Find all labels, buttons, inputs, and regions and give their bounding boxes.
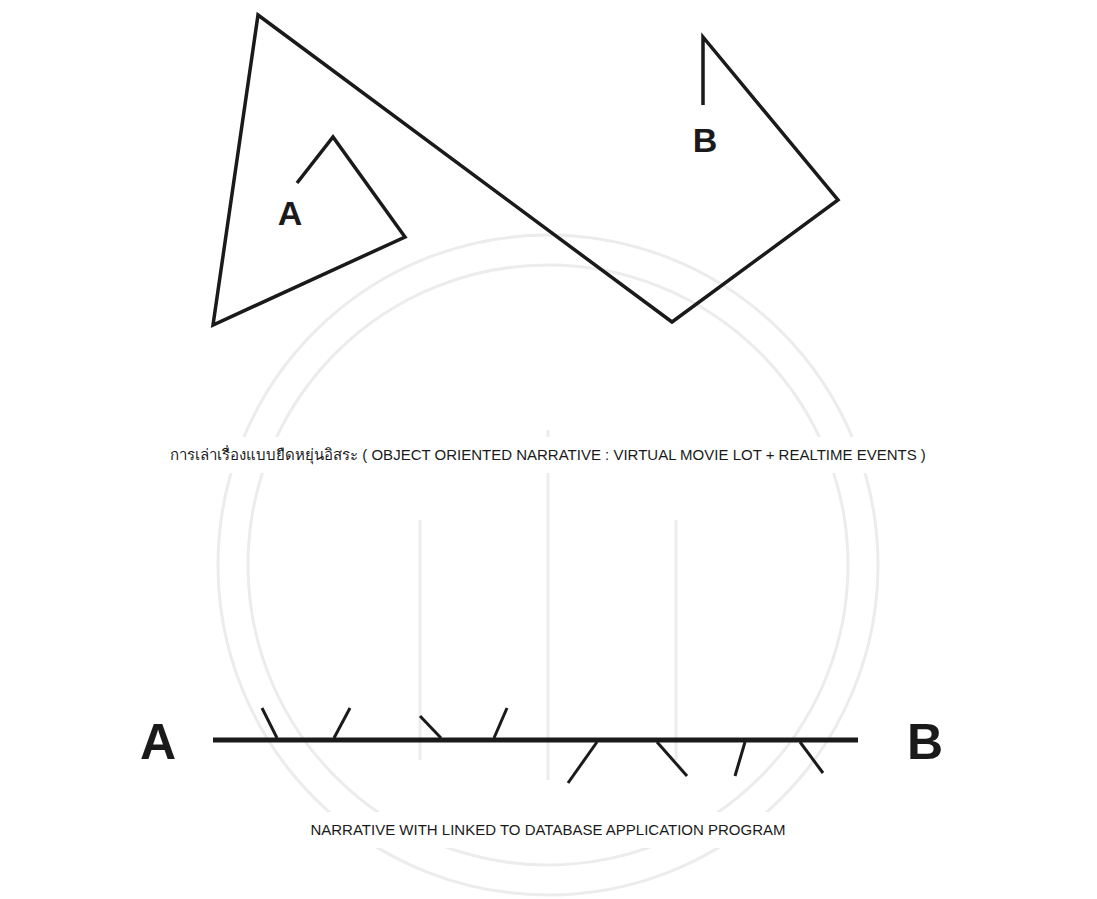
watermark-seal xyxy=(218,235,878,895)
caption-text: NARRATIVE WITH LINKED TO DATABASE APPLIC… xyxy=(148,812,948,848)
endpoint-label: B xyxy=(907,717,943,767)
timeline-line xyxy=(213,738,858,743)
branch-tick xyxy=(262,708,277,738)
point-label: A xyxy=(278,196,303,230)
watermark-ring xyxy=(248,265,848,865)
caption-text: การเล่าเรื่องแบบยืดหยุ่นอิสระ ( OBJECT O… xyxy=(148,437,948,473)
branch-tick xyxy=(420,716,441,738)
branch-tick xyxy=(800,742,823,773)
watermark-figure xyxy=(420,430,676,780)
point-label: B xyxy=(693,123,718,157)
endpoint-label: A xyxy=(140,717,176,767)
branch-tick xyxy=(735,742,745,776)
branch-tick xyxy=(657,742,687,776)
narrative-path xyxy=(213,15,838,325)
branch-tick xyxy=(334,708,350,738)
linear-narrative xyxy=(213,708,858,783)
branch-tick xyxy=(494,708,507,738)
branch-tick xyxy=(568,742,597,783)
watermark-ring xyxy=(218,235,878,895)
